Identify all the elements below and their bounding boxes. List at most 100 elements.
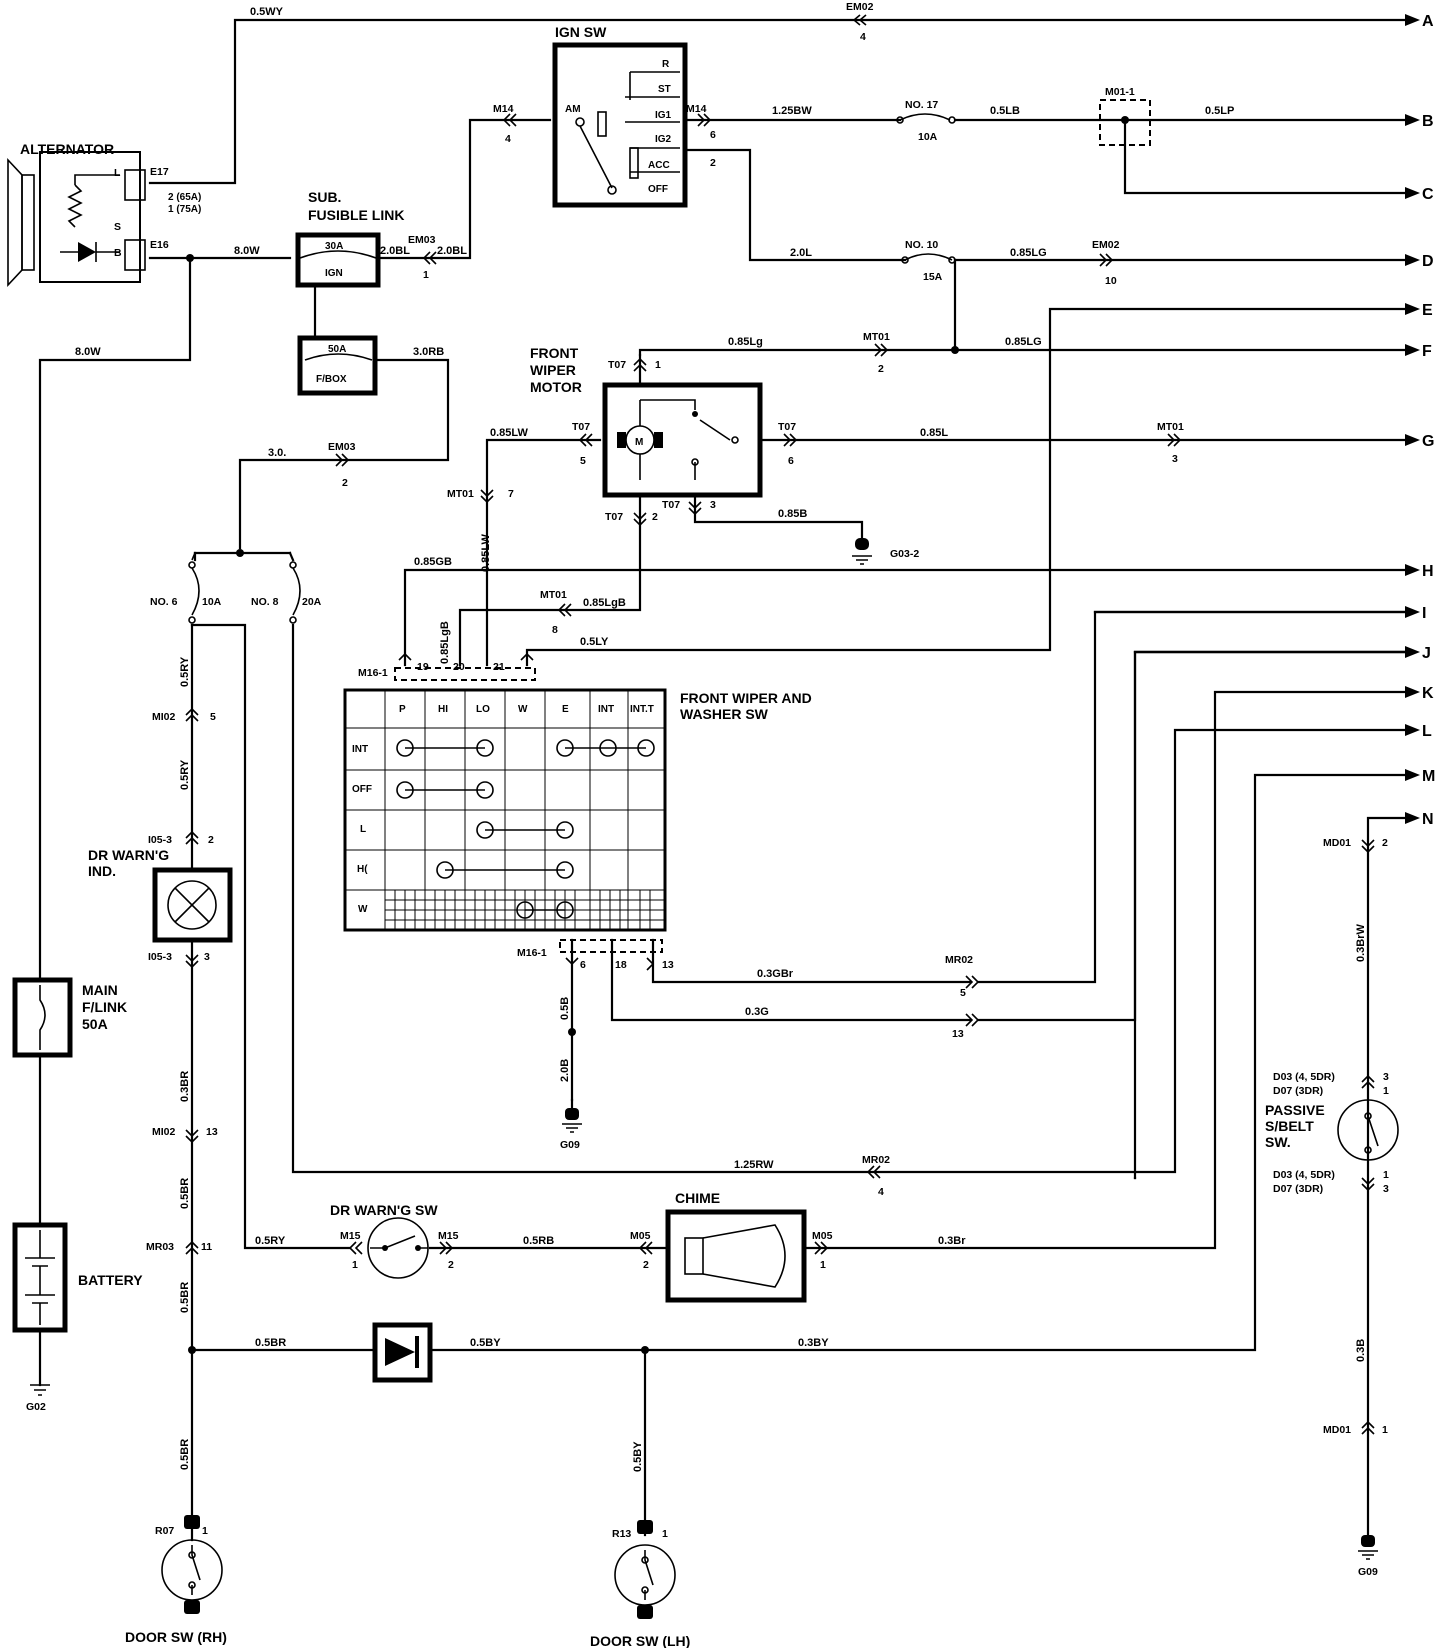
svg-text:P: P — [399, 704, 406, 715]
svg-text:10A: 10A — [918, 131, 938, 143]
svg-text:0.3BY: 0.3BY — [798, 1337, 829, 1349]
svg-text:IG2: IG2 — [655, 134, 672, 145]
terminal-K: K — [1422, 685, 1434, 702]
svg-text:1: 1 — [423, 269, 429, 281]
svg-text:0.5BR: 0.5BR — [179, 1178, 191, 1209]
svg-text:M14: M14 — [493, 103, 514, 115]
ign-switch: IGN SW R ST AM IG1 IG2 ACC OFF — [552, 24, 688, 208]
svg-text:0.5LB: 0.5LB — [990, 105, 1020, 117]
svg-text:0.85LgB: 0.85LgB — [439, 621, 451, 664]
svg-text:2.0B: 2.0B — [559, 1059, 571, 1082]
svg-text:M16-1: M16-1 — [517, 947, 547, 959]
svg-text:0.5WY: 0.5WY — [250, 6, 284, 18]
wire-0.3GBr — [651, 938, 972, 984]
svg-text:S/BELT: S/BELT — [1265, 1118, 1314, 1134]
svg-text:M05: M05 — [812, 1230, 833, 1242]
wire-0.85Lg — [638, 348, 1412, 357]
svg-text:1.25RW: 1.25RW — [734, 1159, 774, 1171]
svg-text:MR02: MR02 — [945, 954, 973, 966]
svg-text:0.5LY: 0.5LY — [580, 636, 609, 648]
svg-text:MR03: MR03 — [146, 1241, 174, 1253]
svg-text:MD01: MD01 — [1323, 837, 1351, 849]
chime: CHIME — [665, 1190, 807, 1303]
svg-text:E16: E16 — [150, 239, 169, 251]
svg-text:R13: R13 — [612, 1528, 631, 1540]
svg-text:F/LINK: F/LINK — [82, 999, 127, 1015]
svg-text:IGN: IGN — [325, 268, 343, 279]
svg-text:4: 4 — [505, 133, 511, 145]
alternator-label: ALTERNATOR — [20, 141, 114, 157]
svg-text:DOOR SW (RH): DOOR SW (RH) — [125, 1629, 227, 1645]
svg-text:0.5BR: 0.5BR — [255, 1337, 286, 1349]
svg-text:T07: T07 — [608, 359, 626, 371]
terminal-E: E — [1422, 302, 1433, 319]
svg-text:8.0W: 8.0W — [75, 346, 101, 358]
svg-text:0.85GB: 0.85GB — [414, 556, 452, 568]
terminal-M: M — [1422, 768, 1435, 785]
wire-3.0RB — [238, 358, 450, 550]
svg-text:FRONT: FRONT — [530, 345, 579, 361]
svg-text:MI02: MI02 — [152, 1126, 176, 1138]
svg-text:G02: G02 — [26, 1401, 46, 1413]
main-flink: MAIN F/LINK 50A — [12, 977, 127, 1058]
ground-g03-2: G03-2 — [852, 538, 919, 565]
terminal-I: I — [1422, 605, 1426, 622]
svg-text:SUB.: SUB. — [308, 189, 341, 205]
svg-text:D03 (4, 5DR): D03 (4, 5DR) — [1273, 1169, 1335, 1181]
svg-text:PASSIVE: PASSIVE — [1265, 1102, 1325, 1118]
terminal-N: N — [1422, 811, 1434, 828]
terminal-F: F — [1422, 343, 1432, 360]
svg-text:2: 2 — [342, 477, 348, 489]
ground-g09-a: G09 — [560, 1108, 582, 1151]
svg-text:18: 18 — [615, 959, 627, 971]
svg-text:0.5RY: 0.5RY — [179, 656, 191, 687]
svg-text:21: 21 — [493, 661, 505, 673]
svg-text:INT.T: INT.T — [630, 704, 654, 715]
svg-text:1: 1 — [1382, 1424, 1388, 1436]
alternator-pulley — [7, 157, 23, 288]
svg-text:13: 13 — [206, 1126, 218, 1138]
svg-text:EM03: EM03 — [328, 441, 356, 453]
m01-1-box — [1099, 99, 1151, 146]
diode — [372, 1322, 433, 1383]
svg-text:M05: M05 — [630, 1230, 651, 1242]
svg-text:50A: 50A — [82, 1016, 108, 1032]
connector-labels: EM02 4 M14 4 M14 6 2 EM03 1 EM02 10 T07 … — [146, 1, 1389, 1540]
terminal-J: J — [1422, 645, 1431, 662]
door-switch-lh: DOOR SW (LH) — [590, 1520, 690, 1648]
svg-text:0.85Lg: 0.85Lg — [728, 336, 763, 348]
alternator-pin-L: L — [114, 167, 121, 179]
dr-warn-indicator: DR WARN'G IND. — [88, 847, 233, 943]
junction-dots — [186, 116, 1129, 1354]
svg-text:WIPER: WIPER — [530, 362, 576, 378]
svg-text:G09: G09 — [1358, 1566, 1378, 1578]
svg-text:3.0.: 3.0. — [268, 447, 286, 459]
wire-C — [1123, 118, 1412, 195]
svg-text:D07 (3DR): D07 (3DR) — [1273, 1085, 1323, 1097]
svg-text:0.5B: 0.5B — [559, 997, 571, 1020]
svg-text:NO. 6: NO. 6 — [150, 596, 178, 608]
wire-0.85LW — [485, 438, 602, 667]
wire-1.25RW — [291, 623, 1412, 1174]
ground-g09-b: G09 — [1358, 1535, 1378, 1578]
svg-text:2.0L: 2.0L — [790, 247, 812, 259]
svg-text:MAIN: MAIN — [82, 982, 118, 998]
svg-text:4: 4 — [878, 1186, 884, 1198]
svg-text:G09: G09 — [560, 1139, 580, 1151]
fuse-no10: NO. 10 15A — [901, 239, 956, 283]
svg-text:0.85LgB: 0.85LgB — [583, 597, 626, 609]
fuse-no17: NO. 17 10A — [896, 99, 956, 143]
svg-text:EM02: EM02 — [846, 1, 874, 13]
svg-text:R07: R07 — [155, 1525, 174, 1537]
ign-sw-label: IGN SW — [555, 24, 607, 40]
svg-text:NO. 8: NO. 8 — [251, 596, 279, 608]
svg-text:MOTOR: MOTOR — [530, 379, 582, 395]
svg-text:0.3BrW: 0.3BrW — [1355, 923, 1367, 962]
wire-0.85LgB — [458, 478, 642, 667]
svg-text:1: 1 — [1383, 1085, 1389, 1097]
svg-text:E: E — [562, 704, 569, 715]
svg-text:DR WARN'G: DR WARN'G — [88, 847, 169, 863]
svg-text:11: 11 — [201, 1241, 212, 1253]
svg-text:DR WARN'G SW: DR WARN'G SW — [330, 1202, 438, 1218]
svg-text:0.5RY: 0.5RY — [255, 1235, 286, 1247]
